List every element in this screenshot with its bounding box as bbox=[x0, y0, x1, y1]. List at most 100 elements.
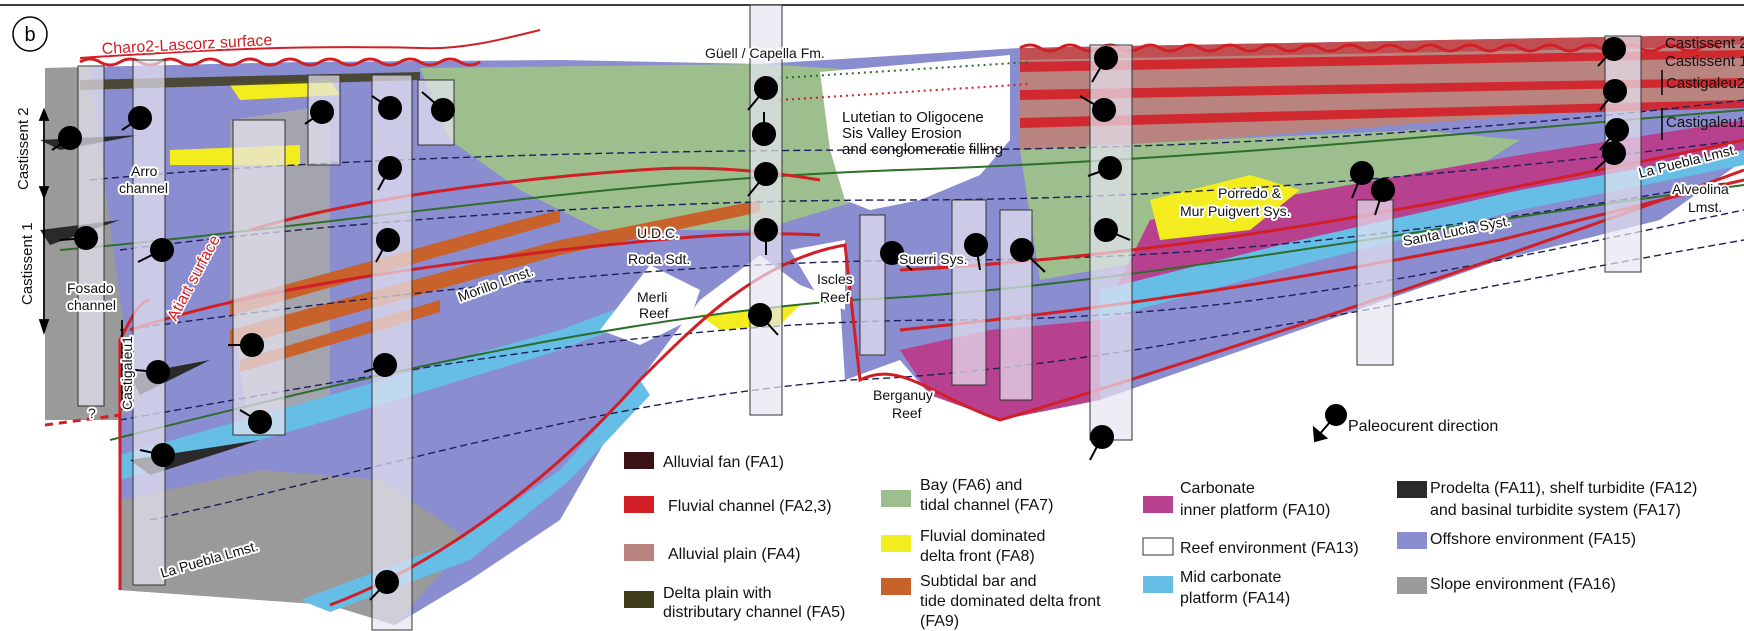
legend-swatch-bay bbox=[881, 490, 911, 507]
fluvial-band-1 bbox=[1020, 50, 1744, 72]
paleocurrent-marker bbox=[377, 156, 402, 191]
legend-alluvial-fan: Alluvial fan (FA1) bbox=[663, 454, 784, 471]
merli-reef bbox=[600, 265, 700, 345]
log-column bbox=[859, 214, 886, 356]
legend-subtidal-bar-1: Subtidal bar and bbox=[920, 573, 1037, 590]
legend-delta-plain-2: distributary channel (FA5) bbox=[663, 604, 845, 621]
panel-label: b bbox=[24, 24, 35, 46]
question-label: ? bbox=[88, 405, 96, 421]
castigaleu1-right-label: Castigaleu1 bbox=[1666, 114, 1744, 131]
mid-carbonate-lower bbox=[300, 380, 650, 612]
paleocurrent-marker bbox=[1087, 156, 1122, 180]
paleocurrent-marker bbox=[1594, 141, 1626, 171]
paleocurrent-marker bbox=[51, 126, 82, 151]
castigaleu1-left-label: Castigaleu1 bbox=[119, 336, 135, 410]
alveolina-label-2: Lmst. bbox=[1688, 199, 1722, 215]
castissent1-left-label: Castissent 1 bbox=[19, 222, 36, 305]
fosado-label-1: Fosado bbox=[67, 280, 114, 296]
charo-surface-label: Charo2-Lascorz surface bbox=[101, 32, 272, 58]
castissent2-right-label: Castissent 2 bbox=[1665, 35, 1744, 52]
castissent1-right-label: Castissent 1 bbox=[1665, 53, 1744, 70]
legend-offshore: Offshore environment (FA15) bbox=[1430, 531, 1636, 548]
paleocurrent-marker bbox=[747, 76, 778, 111]
paleocurrent-marker bbox=[752, 112, 776, 146]
paleocurrent-marker bbox=[748, 303, 779, 336]
legend-swatch-carbonate-inner bbox=[1143, 496, 1173, 513]
paleocurrent-marker bbox=[1599, 79, 1627, 111]
legend-carbonate-inner-1: Carbonate bbox=[1180, 480, 1255, 497]
paleocurrent-marker bbox=[134, 360, 170, 384]
paleocurrent-legend-label: Paleocurent direction bbox=[1348, 418, 1498, 435]
paleocurrent-marker bbox=[964, 233, 988, 271]
arro-label-2: channel bbox=[119, 180, 168, 196]
legend-prodelta-2: and basinal turbidite system (FA17) bbox=[1430, 502, 1681, 519]
log-column bbox=[999, 209, 1033, 401]
iscles-label-2: Reef bbox=[820, 289, 850, 305]
legend-swatch-delta-plain bbox=[624, 591, 654, 608]
paleocurrent-marker bbox=[1371, 178, 1395, 216]
legend: Alluvial fan (FA1) Fluvial channel (FA2,… bbox=[624, 452, 1697, 630]
lutetian-label-1: Lutetian to Oligocene bbox=[842, 109, 984, 126]
paleocurrent-marker bbox=[139, 443, 175, 467]
legend-prodelta-1: Prodelta (FA11), shelf turbidite (FA12) bbox=[1430, 480, 1697, 497]
legend-swatch-subtidal-bar bbox=[881, 578, 911, 595]
castissent2-left-label: Castissent 2 bbox=[15, 107, 32, 190]
log-column bbox=[1356, 199, 1394, 366]
merli-label-2: Reef bbox=[639, 305, 669, 321]
left-range-arrows bbox=[38, 107, 123, 410]
legend-alluvial-plain: Alluvial plain (FA4) bbox=[668, 546, 801, 563]
arro-label-1: Arro bbox=[131, 163, 158, 179]
subtidal-bar-1 bbox=[230, 200, 760, 348]
legend-carbonate-inner-2: inner platform (FA10) bbox=[1180, 502, 1330, 519]
fluvial-band-2 bbox=[1020, 78, 1744, 100]
legend-slope: Slope environment (FA16) bbox=[1430, 576, 1616, 593]
guell-capella-label: Güell / Capella Fm. bbox=[705, 45, 825, 61]
log-column bbox=[132, 59, 166, 586]
mid-carbonate-right bbox=[1100, 150, 1744, 320]
paleocurrent-marker bbox=[1089, 425, 1114, 461]
udc-label: U.D.C. bbox=[637, 225, 679, 241]
castigaleu2-right-label: Castigaleu2 bbox=[1666, 75, 1744, 92]
legend-reef: Reef environment (FA13) bbox=[1180, 540, 1359, 557]
paleocurrent-marker bbox=[304, 100, 334, 125]
paleocurrent-marker bbox=[1350, 161, 1374, 199]
legend-swatch-fluvial-delta-front bbox=[881, 535, 911, 552]
paleocurrent-marker bbox=[121, 106, 152, 131]
legend-swatch-offshore bbox=[1397, 532, 1427, 549]
suerri-label: Suerri Sys. bbox=[899, 251, 967, 267]
cross-section bbox=[40, 29, 1744, 625]
fluvial-band-3 bbox=[1020, 100, 1744, 128]
roda-label: Roda Sdt. bbox=[628, 251, 690, 267]
paleocurrent-marker bbox=[228, 333, 264, 357]
legend-swatch-fluvial-channel bbox=[624, 496, 654, 513]
panel-label-circle bbox=[12, 16, 48, 52]
paleocurrent-marker bbox=[754, 218, 778, 255]
iscles-label-1: Iscles bbox=[817, 271, 853, 287]
legend-bay-1: Bay (FA6) and bbox=[920, 477, 1022, 494]
paleocurrent-marker bbox=[369, 570, 399, 601]
lutetian-label-3: and conglomeratic filling bbox=[842, 141, 1003, 158]
legend-delta-plain-1: Delta plain with bbox=[663, 585, 772, 602]
paleocurrent-marker bbox=[1599, 118, 1629, 151]
legend-mid-carbonate-2: platform (FA14) bbox=[1180, 590, 1290, 607]
fosado-label-2: channel bbox=[67, 297, 116, 313]
legend-subtidal-bar-3: (FA9) bbox=[920, 613, 959, 630]
legend-swatch-mid-carbonate bbox=[1143, 576, 1173, 593]
paleocurrent-marker bbox=[1597, 37, 1626, 67]
legend-swatch-prodelta bbox=[1397, 481, 1427, 498]
legend-subtidal-bar-2: tide dominated delta front bbox=[920, 593, 1101, 610]
porredo-label-1: Porredo & bbox=[1218, 185, 1282, 201]
paleocurrent-marker bbox=[747, 162, 778, 197]
legend-fluvial-delta-front-2: delta front (FA8) bbox=[920, 548, 1035, 565]
paleocurrent-marker bbox=[375, 228, 400, 263]
legend-swatch-alluvial-fan bbox=[624, 452, 654, 469]
legend-swatch-slope bbox=[1397, 577, 1427, 594]
paleocurrent-marker bbox=[363, 353, 397, 377]
berganuy-label-1: Berganuy bbox=[873, 387, 933, 403]
bottom-left-red-dash bbox=[44, 413, 121, 427]
alveolina-label-1: Alveolina bbox=[1672, 181, 1729, 197]
legend-bay-2: tidal channel (FA7) bbox=[920, 497, 1053, 514]
paleocurrent-marker bbox=[137, 238, 174, 263]
paleocurrent-marker bbox=[1010, 238, 1046, 273]
